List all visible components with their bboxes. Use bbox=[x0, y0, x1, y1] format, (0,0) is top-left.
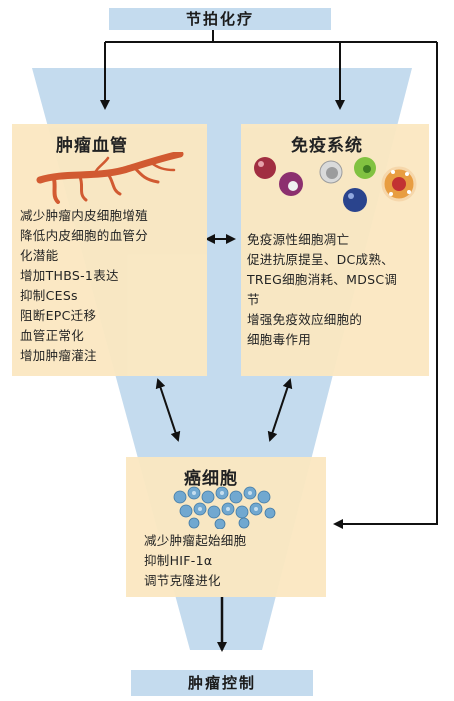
immune-line: 增强免疫效应细胞的 bbox=[247, 312, 363, 327]
vasculature-line: 化潜能 bbox=[20, 248, 59, 263]
vasculature-line: 阻断EPC迁移 bbox=[20, 308, 97, 323]
double-arrow-vasc-cancer bbox=[155, 378, 181, 442]
vasculature-line: 血管正常化 bbox=[20, 328, 85, 343]
cancer-cell-box: 癌细胞 减少肿瘤起始细胞 抑制HIF-1α 调节克隆进化 bbox=[126, 457, 326, 597]
immune-line: TREG细胞消耗、MDSC调 bbox=[247, 272, 398, 287]
vasculature-line: 抑制CESs bbox=[20, 288, 78, 303]
vasculature-line: 减少肿瘤内皮细胞增殖 bbox=[20, 208, 149, 223]
double-arrow-immune-cancer bbox=[267, 378, 293, 442]
cancer-cell-line: 抑制HIF-1α bbox=[144, 553, 213, 568]
cancer-cell-line: 调节克隆进化 bbox=[144, 573, 221, 588]
top-banner: 节拍化疗 bbox=[109, 8, 331, 30]
vasculature-line: 增加THBS-1表达 bbox=[20, 268, 119, 283]
immune-line: 细胞毒作用 bbox=[247, 332, 312, 347]
immune-cells-icon bbox=[254, 157, 417, 212]
cancer-cell-title: 癌细胞 bbox=[184, 469, 238, 489]
bottom-banner: 肿瘤控制 bbox=[131, 670, 313, 696]
vasculature-box: 肿瘤血管 减少肿瘤内皮细胞增殖 降低内皮细胞的血管分 化潜能 增加THBS-1表… bbox=[12, 124, 207, 376]
blood-vessel-icon bbox=[36, 152, 184, 204]
immune-line: 节 bbox=[247, 292, 260, 307]
immune-title: 免疫系统 bbox=[291, 136, 363, 156]
cancer-cells-icon bbox=[173, 486, 276, 529]
immune-line: 促进抗原提呈、DC成熟、 bbox=[247, 252, 394, 267]
vasculature-line: 增加肿瘤灌注 bbox=[20, 348, 97, 363]
immune-line: 免疫源性细胞凋亡 bbox=[247, 232, 350, 247]
right-loop-line bbox=[333, 42, 438, 529]
vasculature-title: 肿瘤血管 bbox=[56, 136, 128, 156]
vasculature-line: 降低内皮细胞的血管分 bbox=[20, 228, 149, 243]
cancer-cell-line: 减少肿瘤起始细胞 bbox=[144, 533, 247, 548]
immune-box: 免疫系统 免疫源性细胞凋亡 促进抗原提呈、DC成熟、 TREG细胞消耗、MDSC… bbox=[241, 124, 429, 376]
